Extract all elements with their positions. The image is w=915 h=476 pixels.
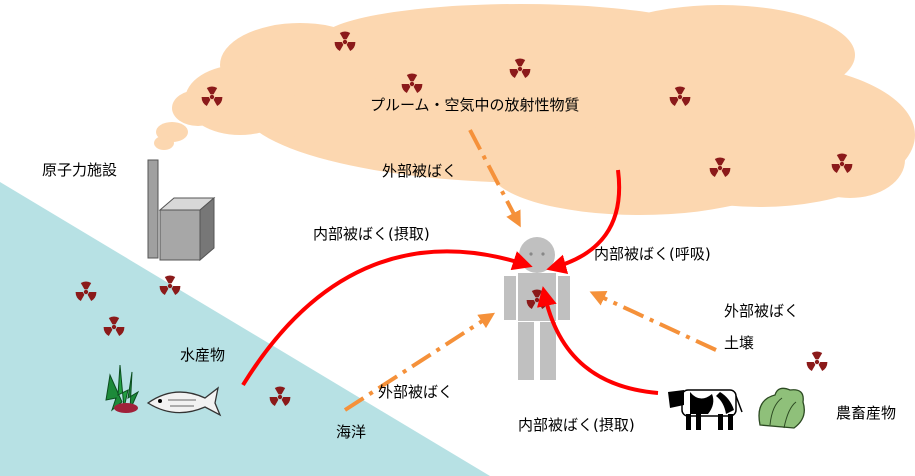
internal-ingestion-label-left: 内部被ばく(摂取) bbox=[313, 225, 430, 243]
internal-ingestion-label-bottom: 内部被ばく(摂取) bbox=[518, 416, 635, 434]
person-icon bbox=[504, 237, 570, 380]
internal-inhalation-label: 内部被ばく(呼吸) bbox=[594, 245, 711, 263]
sea-label: 海洋 bbox=[336, 423, 367, 441]
agri-products-label: 農畜産物 bbox=[836, 404, 897, 422]
factory-icon bbox=[147, 159, 216, 262]
external-exposure-arrows bbox=[343, 129, 717, 412]
internal-exposure-arrows bbox=[241, 169, 659, 395]
cow-icon bbox=[668, 389, 743, 430]
fish-icon bbox=[146, 386, 222, 417]
external-exposure-sea-label: 外部被ばく bbox=[378, 383, 454, 401]
plume-label: プルーム・空気中の放射性物質 bbox=[370, 96, 580, 114]
marine-products-label: 水産物 bbox=[180, 346, 226, 364]
seaweed-icon bbox=[105, 364, 140, 413]
vegetable-icon bbox=[758, 387, 805, 429]
facility-label: 原子力施設 bbox=[42, 161, 118, 179]
soil-label: 土壌 bbox=[724, 334, 755, 352]
external-exposure-soil-label: 外部被ばく bbox=[724, 302, 800, 320]
sea-area bbox=[0, 182, 490, 476]
external-exposure-plume-label: 外部被ばく bbox=[382, 162, 458, 180]
